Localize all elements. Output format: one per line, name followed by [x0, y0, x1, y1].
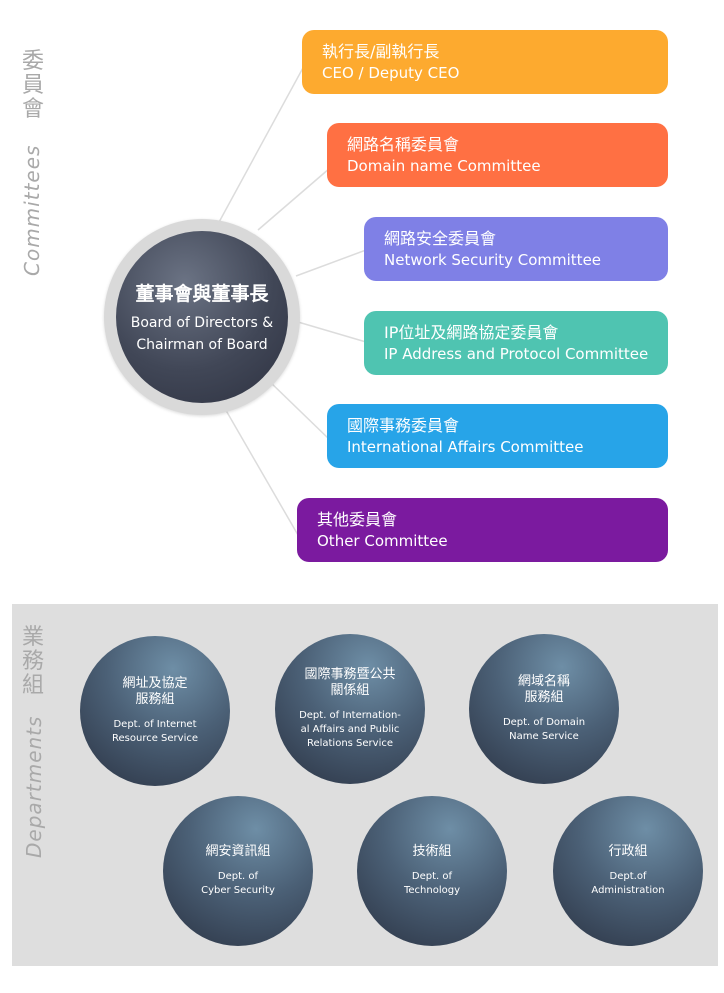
departments-label-en: Departments — [22, 715, 46, 858]
dept-domain-name-en2: Name Service — [509, 731, 579, 742]
committee-international-affairs: 國際事務委員會 International Affairs Committee — [327, 404, 668, 468]
committee-other-cn: 其他委員會 — [317, 509, 398, 529]
departments-label-cn: 業務組 — [22, 626, 48, 698]
committee-ip-protocol: IP位址及網路協定委員會 IP Address and Protocol Com… — [364, 311, 668, 375]
connector-ip — [297, 321, 367, 343]
dept-internet-resource-cn: 網址及協定 服務組 — [122, 676, 187, 708]
dept-internet-resource-cn1: 網址及協定 — [122, 676, 188, 691]
committee-domain-name-en: Domain name Committee — [347, 156, 541, 175]
dept-cyber-security-en1: Dept. of — [217, 871, 259, 882]
dept-technology-en1: Dept. of — [411, 871, 453, 882]
board-title-cn: 董事會與董事長 — [135, 282, 269, 305]
committee-ceo: 執行長/副執行長 CEO / Deputy CEO — [302, 30, 668, 94]
dept-domain-name-en: Dept. of Domain Name Service — [503, 716, 585, 744]
committee-other-en: Other Committee — [317, 531, 448, 550]
dept-technology: 技術組 Dept. of Technology — [357, 796, 507, 946]
dept-internet-resource-en1: Dept. of Internet — [113, 719, 197, 730]
dept-domain-name-en1: Dept. of Domain — [502, 717, 586, 728]
board-circle: 董事會與董事長 Board of Directors & Chairman of… — [104, 219, 300, 415]
dept-international-affairs-en1: Dept. of Internation- — [299, 710, 401, 721]
dept-internet-resource: 網址及協定 服務組 Dept. of Internet Resource Ser… — [80, 636, 230, 786]
dept-administration: 行政組 Dept.of Administration — [553, 796, 703, 946]
committee-ip-protocol-en: IP Address and Protocol Committee — [384, 344, 649, 363]
departments-panel: 業務組 Departments 網址及協定 服務組 Dept. of Inter… — [12, 604, 718, 966]
dept-administration-en2: Administration — [591, 885, 665, 896]
dept-domain-name-cn1: 網域名稱 — [517, 674, 570, 689]
connector-intl — [267, 379, 331, 441]
board-title-en-line2: Chairman of Board — [136, 336, 268, 353]
dept-internet-resource-en: Dept. of Internet Resource Service — [112, 718, 198, 746]
dept-international-affairs-en3: Relations Service — [306, 738, 394, 749]
dept-cyber-security-en2: Cyber Security — [201, 885, 275, 896]
board-title-en-line1: Board of Directors & — [130, 314, 274, 331]
committees-label-cn-text: 委員會 — [22, 49, 45, 122]
dept-administration-cn: 行政組 — [608, 844, 648, 859]
committee-other: 其他委員會 Other Committee — [297, 498, 668, 562]
dept-domain-name-cn: 網域名稱 服務組 — [518, 674, 570, 706]
connector-domain — [257, 167, 331, 231]
dept-technology-en2: Technology — [403, 885, 460, 896]
dept-international-affairs-cn2: 關係組 — [330, 683, 370, 698]
connector-other — [219, 399, 299, 536]
dept-administration-en1: Dept.of — [609, 871, 647, 882]
committee-ceo-cn: 執行長/副執行長 — [322, 41, 440, 61]
departments-label-cn-text: 業務組 — [22, 625, 45, 698]
dept-international-affairs: 國際事務暨公共 關係組 Dept. of Internation- al Aff… — [275, 634, 425, 784]
committee-domain-name: 網路名稱委員會 Domain name Committee — [327, 123, 668, 187]
committee-network-security-en: Network Security Committee — [384, 250, 602, 269]
dept-international-affairs-cn: 國際事務暨公共 關係組 — [304, 667, 395, 699]
dept-domain-name-cn2: 服務組 — [524, 690, 564, 705]
dept-cyber-security-en: Dept. of Cyber Security — [201, 870, 275, 898]
dept-international-affairs-cn1: 國際事務暨公共 — [304, 667, 396, 682]
dept-technology-en: Dept. of Technology — [404, 870, 460, 898]
committee-domain-name-cn: 網路名稱委員會 — [347, 134, 460, 154]
connector-ceo — [217, 65, 305, 225]
committees-label-cn: 委員會 — [22, 50, 48, 122]
dept-domain-name: 網域名稱 服務組 Dept. of Domain Name Service — [469, 634, 619, 784]
dept-cyber-security: 網安資訊組 Dept. of Cyber Security — [163, 796, 313, 946]
committee-network-security-cn: 網路安全委員會 — [384, 228, 497, 248]
committee-international-affairs-en: International Affairs Committee — [347, 437, 584, 456]
committee-ceo-en: CEO / Deputy CEO — [322, 63, 460, 82]
dept-international-affairs-en: Dept. of Internation- al Affairs and Pub… — [299, 709, 401, 751]
dept-cyber-security-cn: 網安資訊組 — [205, 844, 271, 859]
committee-network-security: 網路安全委員會 Network Security Committee — [364, 217, 668, 281]
dept-internet-resource-cn2: 服務組 — [135, 692, 175, 707]
connector-lines — [217, 65, 367, 536]
dept-administration-en: Dept.of Administration — [591, 870, 664, 898]
connector-security — [295, 249, 367, 277]
dept-internet-resource-en2: Resource Service — [112, 733, 198, 744]
dept-technology-cn: 技術組 — [412, 844, 452, 859]
committee-ip-protocol-cn: IP位址及網路協定委員會 — [384, 322, 559, 342]
committee-international-affairs-cn: 國際事務委員會 — [347, 415, 460, 435]
dept-international-affairs-en2: al Affairs and Public — [300, 724, 400, 735]
board-circle-inner: 董事會與董事長 Board of Directors & Chairman of… — [116, 231, 288, 403]
